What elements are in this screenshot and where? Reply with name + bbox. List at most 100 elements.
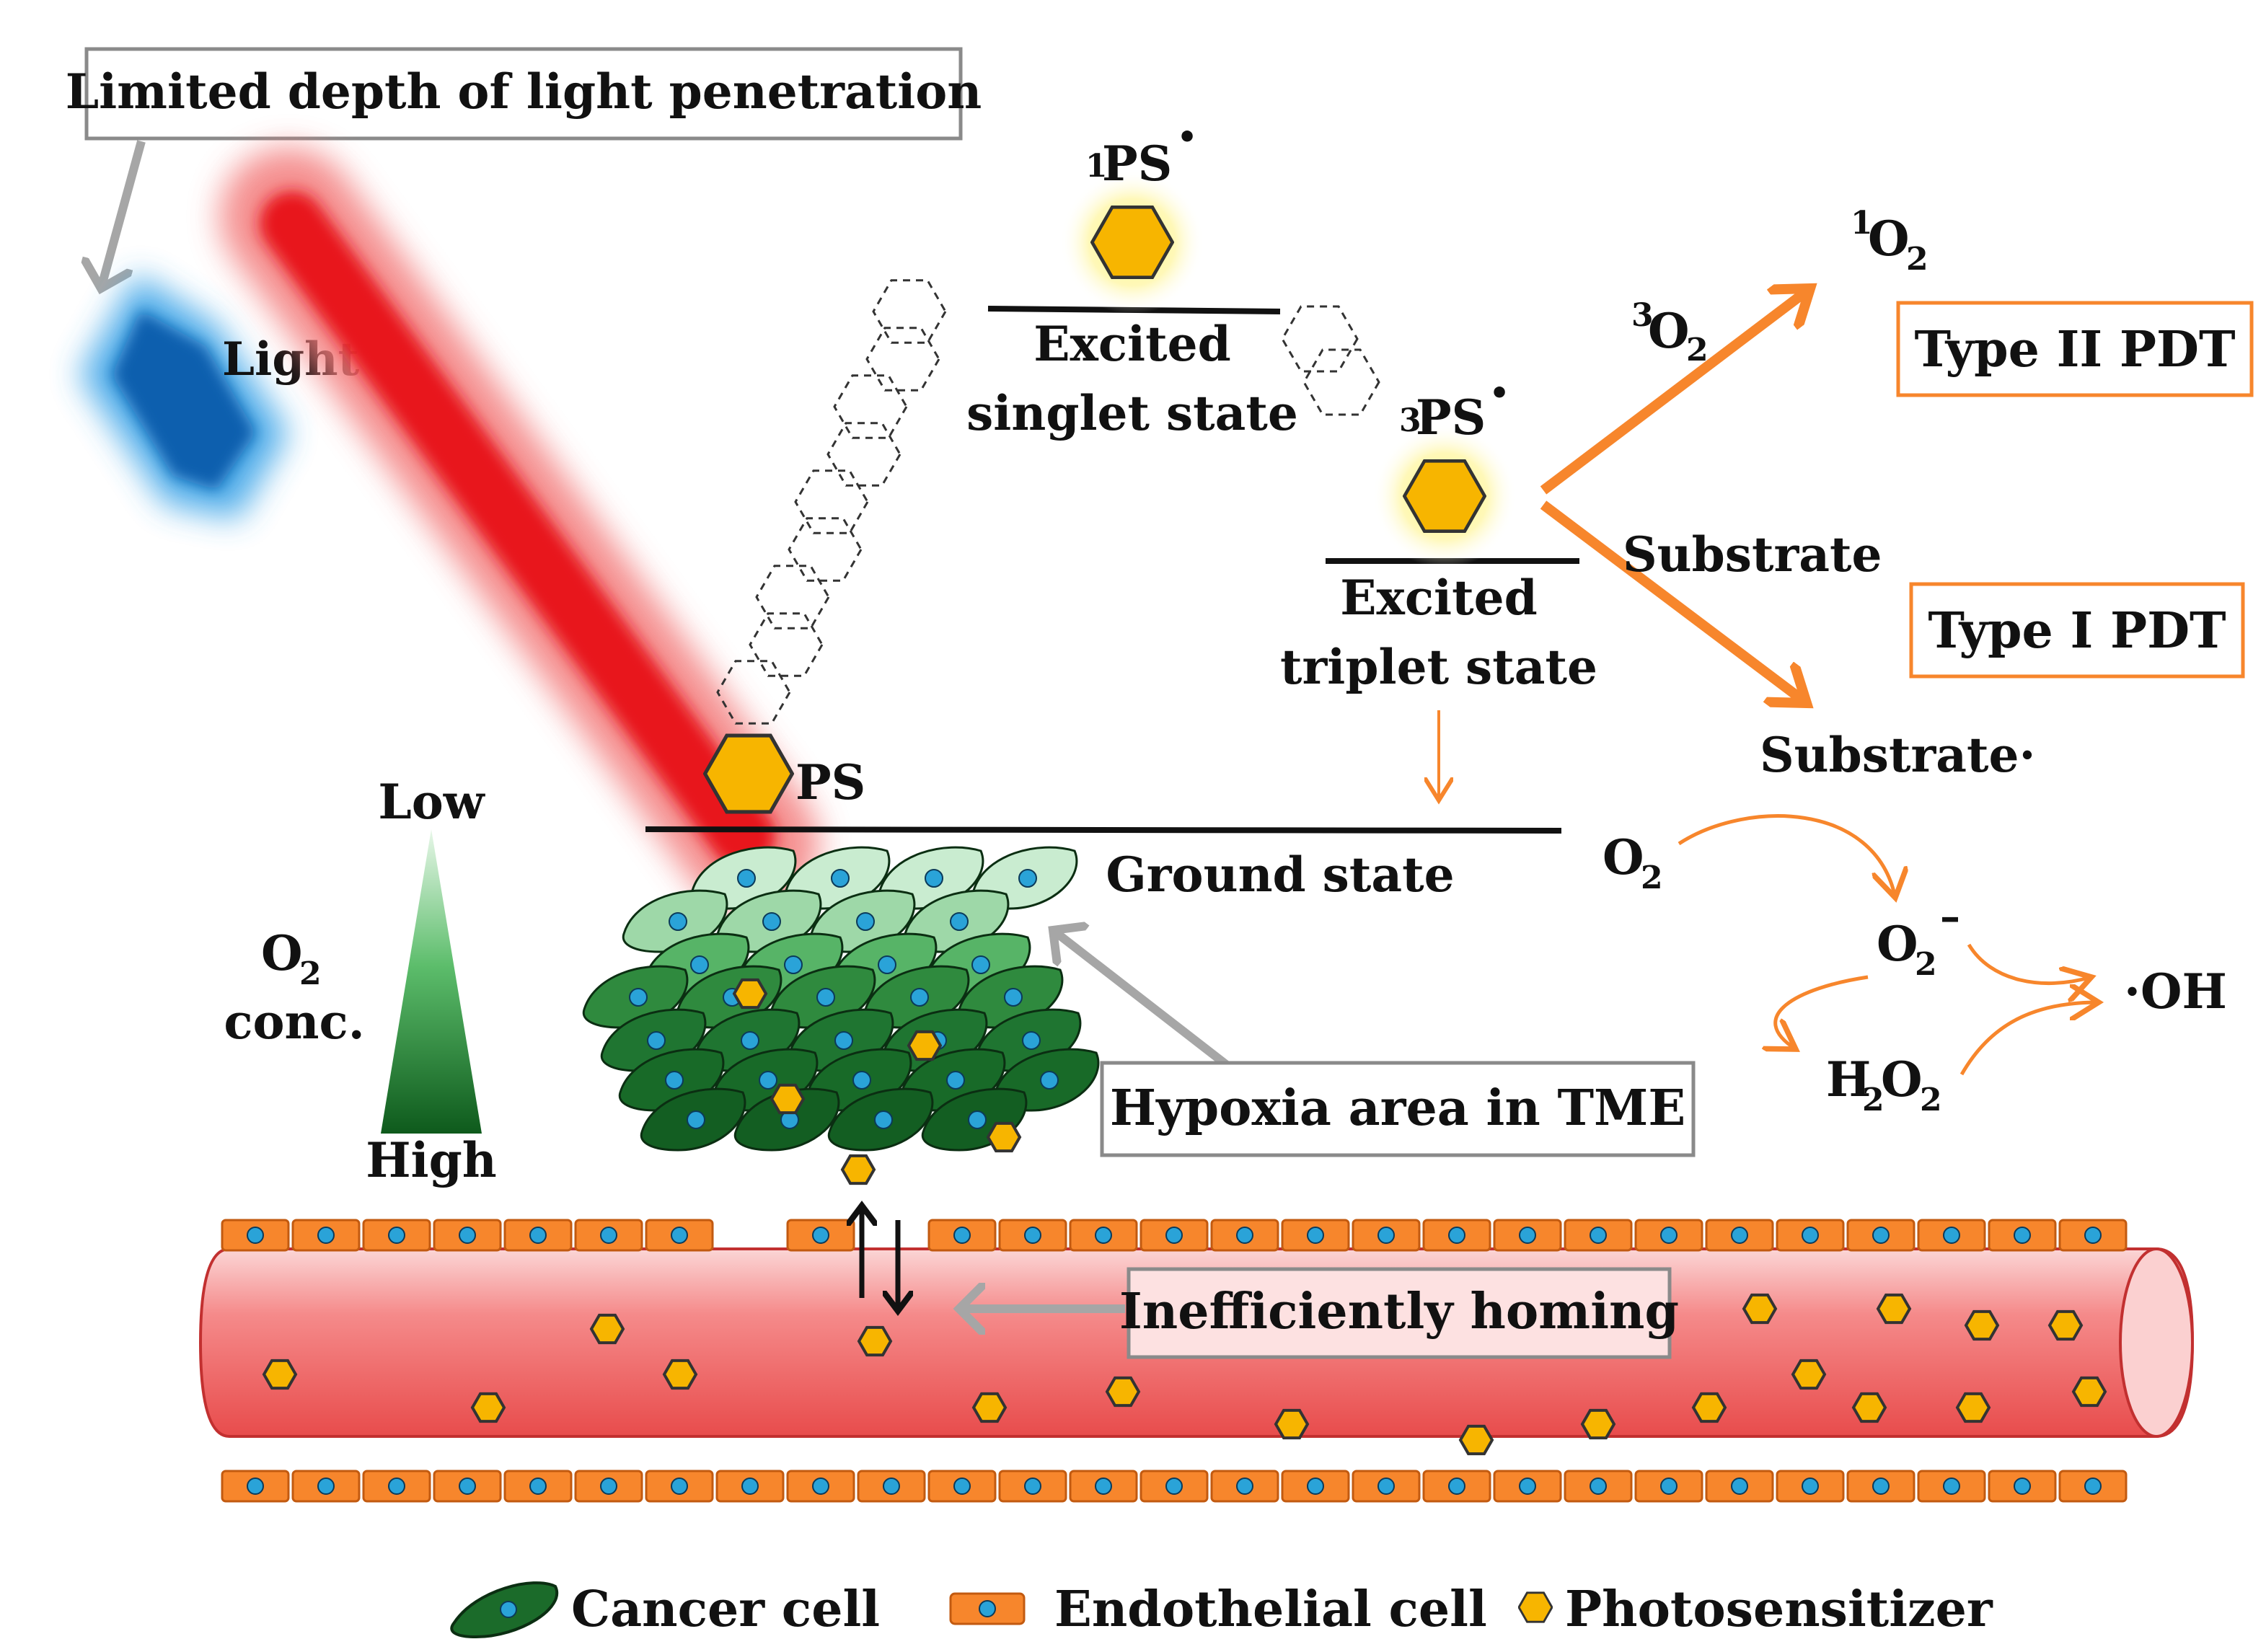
cancer-cell xyxy=(827,1087,934,1152)
legend: Cancer cell Endothelial cell Photosensit… xyxy=(450,1581,1993,1639)
photosensitizer-icon xyxy=(1791,1359,1827,1390)
photosensitizer-icon xyxy=(1742,1293,1778,1325)
svg-text:O: O xyxy=(261,925,303,981)
hypoxia-label: Hypoxia area in TME xyxy=(1110,1079,1685,1137)
triplet-state-label-1: Excited xyxy=(1340,570,1538,626)
oxygen-label: O 2 xyxy=(1602,829,1663,896)
svg-text:2: 2 xyxy=(299,955,322,992)
endothelial-cell xyxy=(1634,1470,1703,1503)
endothelial-cell xyxy=(1634,1219,1703,1252)
endothelial-cell xyxy=(1705,1219,1774,1252)
endothelial-cell xyxy=(857,1470,926,1503)
photosensitizer-icon xyxy=(1458,1424,1494,1456)
homing-label: Inefficiently homing xyxy=(1119,1283,1679,1340)
photosensitizer-icon xyxy=(1691,1392,1727,1423)
singlet-oxygen-label: 1 O 2 xyxy=(1851,205,1928,278)
legend-endothelial-cell: Endothelial cell xyxy=(949,1581,1487,1638)
endothelial-cell xyxy=(1352,1219,1421,1252)
endothelial-cell xyxy=(1846,1470,1915,1503)
svg-text:conc.: conc. xyxy=(224,994,364,1050)
endothelial-cell xyxy=(574,1219,643,1252)
endothelial-cell xyxy=(1352,1470,1421,1503)
endothelial-layer-bottom xyxy=(221,1470,2128,1503)
hydrogen-peroxide-label: H 2 O 2 xyxy=(1826,1051,1942,1118)
cancer-cell xyxy=(640,1087,746,1152)
reduction-arrows xyxy=(1678,814,2099,1076)
ground-state-label: Ground state xyxy=(1106,847,1454,903)
endothelial-cell xyxy=(1564,1470,1633,1503)
vessel-photosensitizers xyxy=(262,1293,2107,1456)
light-source xyxy=(79,274,288,519)
endothelial-cell xyxy=(927,1470,997,1503)
svg-text:Type II PDT: Type II PDT xyxy=(1914,321,2235,379)
photosensitizer-icon xyxy=(2071,1376,2107,1408)
endothelial-cell xyxy=(1776,1219,1845,1252)
type1-arrow xyxy=(1540,500,1807,703)
svg-text:2: 2 xyxy=(1920,1082,1942,1118)
endothelial-cell xyxy=(715,1470,785,1503)
endothelial-cell xyxy=(1281,1470,1350,1503)
triplet-ps-label: PS xyxy=(1416,389,1486,446)
dashed-hexagon xyxy=(1281,305,1359,373)
photosensitizer-icon xyxy=(1518,1591,1553,1623)
singlet-state-label-2: singlet state xyxy=(966,385,1298,441)
endothelial-cell xyxy=(1493,1219,1562,1252)
svg-text:O: O xyxy=(1602,829,1644,885)
excitation-path xyxy=(716,279,947,725)
dashed-hexagon xyxy=(1302,348,1380,416)
dashed-hexagon xyxy=(872,279,947,344)
photosensitizer-icon xyxy=(1964,1309,2000,1341)
endothelial-cell xyxy=(1988,1219,2057,1252)
legend-photosensitizer-label: Photosensitizer xyxy=(1565,1581,1993,1638)
ground-ps-label: PS xyxy=(795,754,865,810)
triplet-state-label-2: triplet state xyxy=(1280,639,1597,695)
svg-text:O: O xyxy=(1868,211,1910,267)
endothelial-cell xyxy=(503,1470,573,1503)
endothelial-cell xyxy=(645,1219,714,1252)
svg-text:2: 2 xyxy=(1862,1082,1884,1118)
endothelial-cell xyxy=(1493,1470,1562,1503)
svg-text:2: 2 xyxy=(1915,946,1937,983)
penetration-callout: Limited depth of light penetration xyxy=(66,47,982,288)
ground-ps: PS xyxy=(705,736,865,812)
penetration-arrow xyxy=(101,140,146,288)
endothelial-cell xyxy=(1846,1219,1915,1252)
photosensitizer-icon xyxy=(1876,1293,1912,1325)
light-beam xyxy=(220,148,819,912)
svg-text:O: O xyxy=(1881,1051,1923,1108)
photosensitizer-icon xyxy=(262,1359,298,1390)
endothelial-cell xyxy=(362,1219,431,1252)
photosensitizer-icon xyxy=(2047,1309,2084,1341)
substrate-label: Substrate xyxy=(1623,526,1882,583)
endothelial-cell xyxy=(221,1219,290,1252)
svg-text:3: 3 xyxy=(1631,297,1654,334)
photosensitizer-icon xyxy=(1955,1392,1991,1423)
endothelial-cell xyxy=(1422,1219,1491,1252)
svg-text:Type I PDT: Type I PDT xyxy=(1928,602,2226,660)
intersystem-crossing-path xyxy=(1281,305,1380,416)
photosensitizer-icon xyxy=(732,978,768,1010)
endothelial-cell xyxy=(786,1219,855,1252)
photosensitizer-icon xyxy=(662,1359,698,1390)
cancer-cell xyxy=(733,1087,840,1152)
type1-pdt-box: Type I PDT xyxy=(1909,582,2245,679)
endothelial-cell xyxy=(645,1470,714,1503)
hypoxia-callout: Hypoxia area in TME xyxy=(1100,1061,1696,1157)
svg-text:H: H xyxy=(1826,1051,1871,1108)
singlet-ps-radical-dot: • xyxy=(1177,119,1197,156)
svg-text:2: 2 xyxy=(1686,332,1709,368)
hydroxyl-label: ·OH xyxy=(2124,963,2227,1020)
endothelial-cell xyxy=(2058,1219,2128,1252)
photosensitizer-icon xyxy=(971,1392,1008,1423)
endothelial-cell xyxy=(1210,1470,1279,1503)
triplet-oxygen-label: 3 O 2 xyxy=(1631,297,1709,368)
o2-low-label: Low xyxy=(378,774,485,830)
endothelial-cell xyxy=(786,1470,855,1503)
dashed-hexagon xyxy=(826,422,901,487)
ground-level-line xyxy=(645,826,1562,834)
photosensitizer-icon xyxy=(907,1030,943,1061)
triplet-ps-sup: 3 xyxy=(1399,402,1421,439)
dashed-hexagon xyxy=(865,327,940,392)
dashed-hexagon xyxy=(833,374,908,439)
